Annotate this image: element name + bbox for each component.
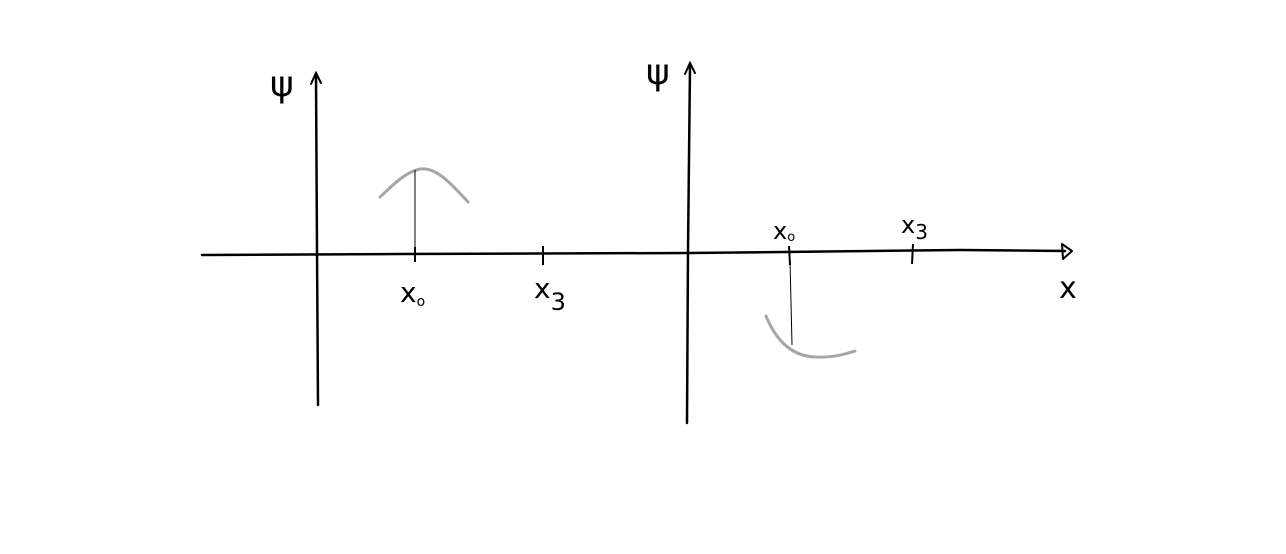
left-panel: ψ xo x3 xyxy=(270,64,566,407)
left-y-axis-line xyxy=(314,74,320,407)
right-x3-label: x3 xyxy=(901,211,928,244)
right-x-axis-label: x xyxy=(1059,271,1077,306)
left-wavefunction-curve xyxy=(378,167,470,204)
right-x0-guide-line xyxy=(789,259,793,346)
right-x0-tick xyxy=(788,245,791,266)
right-x0-label: xo xyxy=(773,217,795,245)
left-y-axis-arrowhead xyxy=(310,70,322,85)
left-y-axis-label: ψ xyxy=(270,64,294,105)
left-x0-label: xo xyxy=(400,276,425,310)
right-panel: ψ xo x3 x xyxy=(646,52,1077,425)
right-x3-tick xyxy=(911,243,914,265)
right-wavefunction-curve xyxy=(764,314,857,359)
x-axis-arrowhead xyxy=(1061,243,1073,260)
right-y-axis-arrowhead xyxy=(684,60,696,75)
right-y-axis-line xyxy=(685,64,692,425)
left-x3-label: x3 xyxy=(534,272,566,316)
right-y-axis-label: ψ xyxy=(646,52,670,93)
x-axis-line xyxy=(200,248,1067,257)
